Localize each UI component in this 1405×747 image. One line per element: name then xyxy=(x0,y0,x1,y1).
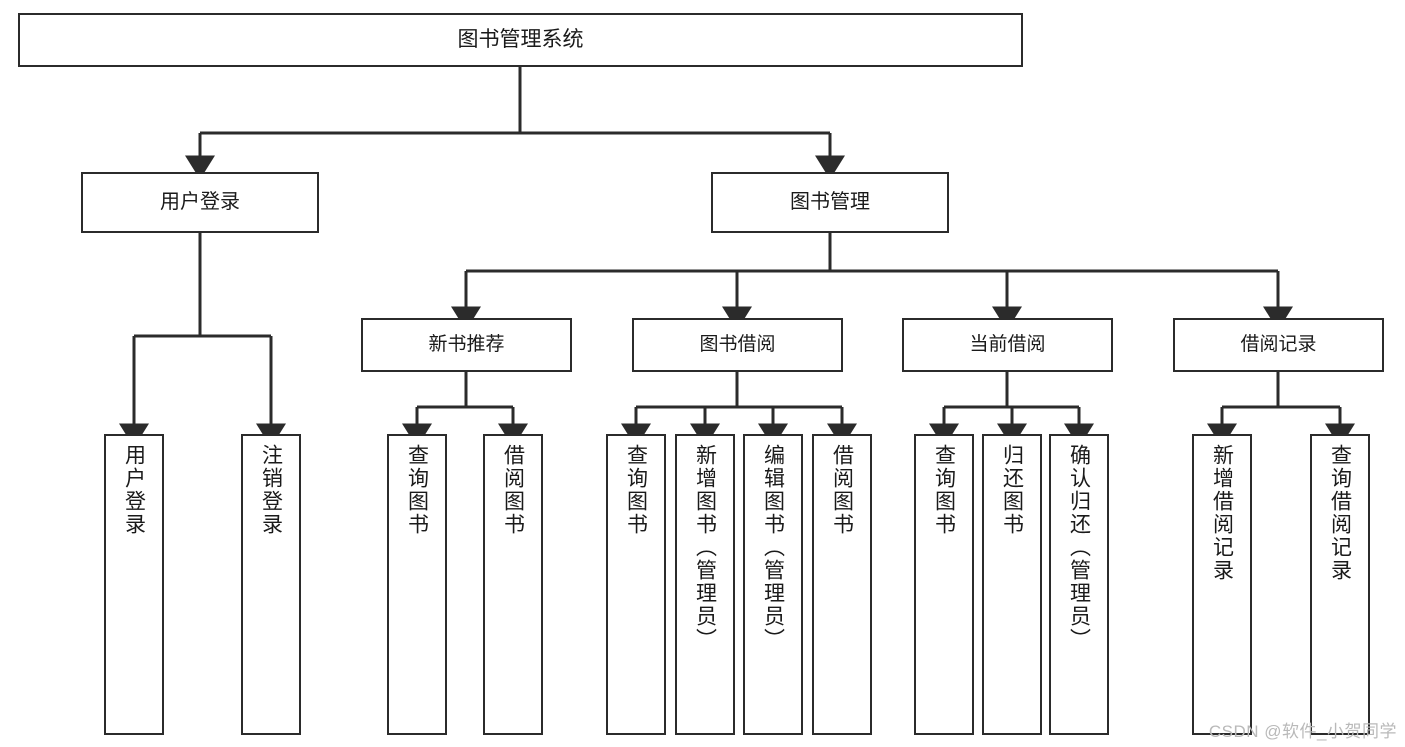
node-current-borrow-label: 当前借阅 xyxy=(969,333,1046,355)
leaf-borrow-record-query[interactable]: 查询借阅记录 xyxy=(1310,434,1370,735)
node-root-system[interactable]: 图书管理系统 xyxy=(18,13,1023,67)
node-borrow-record[interactable]: 借阅记录 xyxy=(1173,318,1384,372)
leaf-book-borrow-edit-label: 编辑图书（管理员） xyxy=(761,444,785,651)
leaf-user-login-logout-label: 注销登录 xyxy=(259,444,283,536)
leaf-book-borrow-borrow[interactable]: 借阅图书 xyxy=(812,434,872,735)
node-book-borrow-label: 图书借阅 xyxy=(699,333,776,355)
leaf-borrow-record-add-label: 新增借阅记录 xyxy=(1210,444,1234,582)
leaf-new-book-borrow-label: 借阅图书 xyxy=(501,444,525,536)
leaf-current-borrow-confirm-return-label: 确认归还（管理员） xyxy=(1067,444,1091,651)
node-current-borrow[interactable]: 当前借阅 xyxy=(902,318,1113,372)
node-new-book-recommend[interactable]: 新书推荐 xyxy=(361,318,572,372)
leaf-user-login-logout[interactable]: 注销登录 xyxy=(241,434,301,735)
leaf-book-borrow-borrow-label: 借阅图书 xyxy=(830,444,854,536)
leaf-current-borrow-return[interactable]: 归还图书 xyxy=(982,434,1042,735)
leaf-new-book-borrow[interactable]: 借阅图书 xyxy=(483,434,543,735)
leaf-book-borrow-add-label: 新增图书（管理员） xyxy=(693,444,717,651)
csdn-watermark: CSDN @软件_小贺同学 xyxy=(1208,722,1397,741)
node-new-book-recommend-label: 新书推荐 xyxy=(428,333,505,355)
leaf-book-borrow-add[interactable]: 新增图书（管理员） xyxy=(675,434,735,735)
leaf-user-login-login-label: 用户登录 xyxy=(122,444,146,536)
leaf-new-book-query[interactable]: 查询图书 xyxy=(387,434,447,735)
node-root-system-label: 图书管理系统 xyxy=(457,27,584,51)
leaf-new-book-query-label: 查询图书 xyxy=(405,444,429,536)
leaf-book-borrow-query-label: 查询图书 xyxy=(624,444,648,536)
leaf-current-borrow-confirm-return[interactable]: 确认归还（管理员） xyxy=(1049,434,1109,735)
leaf-current-borrow-query[interactable]: 查询图书 xyxy=(914,434,974,735)
leaf-current-borrow-return-label: 归还图书 xyxy=(1000,444,1024,536)
node-user-login[interactable]: 用户登录 xyxy=(81,172,319,233)
node-user-login-label: 用户登录 xyxy=(160,190,240,213)
node-book-management-label: 图书管理 xyxy=(790,190,870,213)
leaf-user-login-login[interactable]: 用户登录 xyxy=(104,434,164,735)
node-book-borrow[interactable]: 图书借阅 xyxy=(632,318,843,372)
leaf-book-borrow-query[interactable]: 查询图书 xyxy=(606,434,666,735)
node-book-management[interactable]: 图书管理 xyxy=(711,172,949,233)
leaf-current-borrow-query-label: 查询图书 xyxy=(932,444,956,536)
leaf-borrow-record-add[interactable]: 新增借阅记录 xyxy=(1192,434,1252,735)
node-borrow-record-label: 借阅记录 xyxy=(1240,333,1317,355)
leaf-book-borrow-edit[interactable]: 编辑图书（管理员） xyxy=(743,434,803,735)
leaf-borrow-record-query-label: 查询借阅记录 xyxy=(1328,444,1352,582)
